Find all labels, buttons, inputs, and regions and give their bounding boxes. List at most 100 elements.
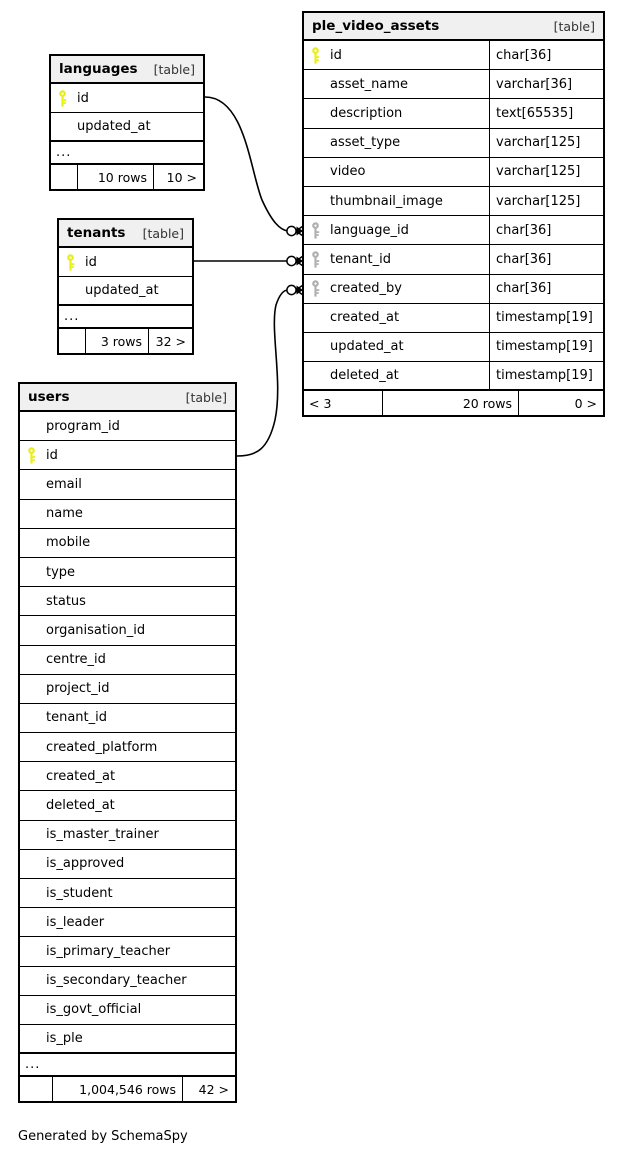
footer-next-link[interactable]: 0 > [518, 391, 603, 416]
table-row[interactable]: created_by char[36] [304, 274, 603, 304]
table-node-tenants[interactable]: tenants [table] id updated_at [57, 218, 194, 356]
column-name: is_primary_teacher [46, 943, 171, 959]
key-slot-empty [59, 277, 81, 304]
table-row[interactable]: id [51, 84, 203, 114]
table-kind-label: [table] [553, 18, 595, 34]
column-list: program_id id email [20, 412, 235, 1102]
column-name: id [85, 254, 97, 270]
footer-row-count: 10 rows [77, 165, 153, 190]
more-columns-indicator: ... [20, 1054, 235, 1078]
table-header[interactable]: users [table] [20, 384, 235, 412]
table-row[interactable]: updated_at [51, 113, 203, 143]
column-name: is_approved [46, 856, 125, 872]
table-row[interactable]: asset_name varchar[36] [304, 70, 603, 100]
column-name: created_at [330, 310, 400, 326]
table-row[interactable]: centre_id [20, 646, 235, 675]
table-row[interactable]: is_leader [20, 908, 235, 938]
table-row[interactable]: name [20, 500, 235, 529]
table-row[interactable]: email [20, 470, 235, 500]
table-row[interactable]: organisation_id [20, 616, 235, 646]
table-row[interactable]: id [20, 441, 235, 471]
column-name: created_at [46, 768, 116, 784]
table-row[interactable]: is_govt_official [20, 996, 235, 1025]
edge-users-to-created-by [236, 289, 289, 457]
terminator-tenant-id [286, 255, 304, 267]
table-row[interactable]: video varchar[125] [304, 157, 603, 187]
table-row[interactable]: description text[65535] [304, 99, 603, 129]
table-row[interactable]: is_master_trainer [20, 821, 235, 850]
key-slot-empty [20, 908, 42, 936]
footer-prev-link[interactable] [20, 1077, 52, 1101]
column-type: timestamp[19] [489, 303, 603, 332]
table-row[interactable]: is_primary_teacher [20, 937, 235, 967]
table-row[interactable]: thumbnail_image varchar[125] [304, 186, 603, 217]
table-row[interactable]: created_platform [20, 733, 235, 763]
table-row[interactable]: status [20, 587, 235, 617]
table-row[interactable]: created_at timestamp[19] [304, 303, 603, 333]
foreign-key-icon [304, 216, 326, 244]
table-row[interactable]: id char[36] [304, 41, 603, 71]
key-slot-empty [20, 821, 42, 849]
table-footer: 1,004,546 rows 42 > [20, 1077, 235, 1102]
column-type: text[65535] [489, 99, 603, 128]
table-row[interactable]: deleted_at [20, 791, 235, 821]
footer-next-link[interactable]: 32 > [148, 329, 192, 354]
footer-next-link[interactable]: 10 > [153, 165, 203, 190]
column-name: type [46, 564, 76, 580]
footer-prev-link[interactable] [51, 165, 77, 189]
table-node-ple-video-assets[interactable]: ple_video_assets [table] id char[36] [302, 11, 605, 418]
column-type: varchar[125] [489, 186, 603, 216]
more-columns-indicator: ... [59, 306, 192, 330]
column-name: deleted_at [46, 798, 115, 814]
table-row[interactable]: mobile [20, 529, 235, 558]
table-row[interactable]: type [20, 558, 235, 588]
column-name: centre_id [46, 652, 106, 668]
column-name: id [46, 447, 58, 463]
table-row[interactable]: project_id [20, 675, 235, 704]
table-row[interactable]: tenant_id char[36] [304, 245, 603, 275]
edge-terminators [286, 225, 304, 296]
key-slot-empty [20, 616, 42, 644]
column-name: updated_at [330, 339, 404, 355]
table-title: ple_video_assets [312, 18, 440, 34]
table-header[interactable]: languages [table] [51, 56, 203, 84]
table-row[interactable]: created_at [20, 762, 235, 792]
table-header[interactable]: ple_video_assets [table] [304, 13, 603, 41]
footer-prev-link[interactable] [59, 329, 85, 353]
table-node-languages[interactable]: languages [table] id updated_at [49, 54, 205, 192]
column-type: varchar[125] [489, 157, 603, 186]
column-list: id updated_at ... 3 rows 32 > [59, 248, 192, 354]
table-row[interactable]: is_approved [20, 850, 235, 879]
table-row[interactable]: deleted_at timestamp[19] [304, 362, 603, 392]
table-row[interactable]: updated_at [59, 277, 192, 307]
column-name: thumbnail_image [330, 193, 443, 209]
table-row[interactable]: tenant_id [20, 704, 235, 734]
table-row[interactable]: language_id char[36] [304, 216, 603, 246]
key-slot-empty [304, 70, 326, 98]
table-row[interactable]: is_secondary_teacher [20, 967, 235, 996]
key-slot-empty [20, 529, 42, 557]
footer-row-count: 1,004,546 rows [52, 1077, 182, 1102]
key-slot-empty [20, 996, 42, 1024]
table-kind-label: [table] [142, 225, 184, 241]
table-row[interactable]: program_id [20, 412, 235, 442]
table-row[interactable]: updated_at timestamp[19] [304, 332, 603, 363]
key-slot-empty [304, 129, 326, 157]
column-name: language_id [330, 222, 409, 238]
column-type: char[36] [489, 274, 603, 303]
footer-next-link[interactable]: 42 > [182, 1077, 235, 1102]
table-row[interactable]: is_ple [20, 1025, 235, 1055]
table-row[interactable]: asset_type varchar[125] [304, 128, 603, 158]
column-name: deleted_at [330, 368, 399, 384]
primary-key-icon [51, 84, 73, 112]
table-row[interactable]: id [59, 248, 192, 278]
column-type: timestamp[19] [489, 362, 603, 390]
column-name: asset_type [330, 135, 401, 151]
table-kind-label: [table] [153, 61, 195, 77]
table-node-users[interactable]: users [table] program_id id [18, 382, 237, 1104]
footer-prev-link[interactable]: < 3 [309, 395, 332, 411]
table-row[interactable]: is_student [20, 879, 235, 909]
column-name: description [330, 105, 403, 121]
column-name: tenant_id [46, 710, 108, 726]
table-header[interactable]: tenants [table] [59, 220, 192, 248]
